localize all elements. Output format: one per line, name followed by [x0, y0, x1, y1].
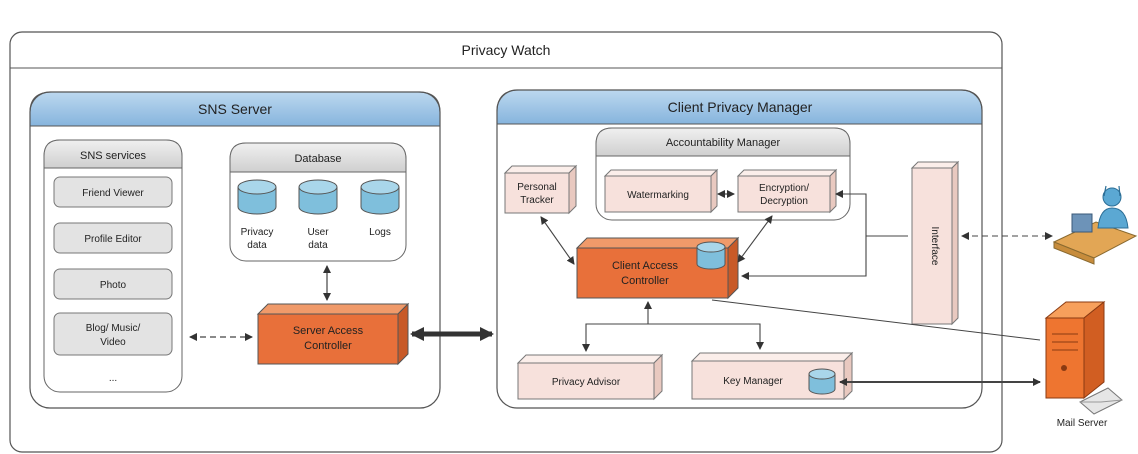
photo-label: Photo — [100, 280, 127, 291]
blog-music-label: Blog/ Music/ — [86, 323, 141, 334]
database-group: Database Privacy data User data Logs — [229, 142, 407, 262]
client-controller-to-mail-server-line — [711, 299, 1041, 341]
logs-cylinder-icon — [360, 179, 400, 215]
server-access-controller-label-1: Server Access — [293, 325, 364, 337]
key-manager-label: Key Manager — [723, 376, 783, 387]
personal-tracker-box: Personal Tracker — [503, 164, 578, 215]
user-data-label-1: User — [307, 227, 329, 238]
sns-server-panel: SNS Server — [29, 91, 441, 409]
diagram-title: Privacy Watch — [462, 42, 551, 58]
client-controller-database-icon — [696, 241, 726, 270]
profile-editor-box: Profile Editor — [53, 222, 173, 254]
user-data-label-2: data — [308, 240, 328, 251]
database-title: Database — [294, 153, 341, 165]
privacy-data-cylinder-icon — [237, 179, 277, 215]
mail-server-label: Mail Server — [1057, 418, 1108, 429]
server-access-controller-label-2: Controller — [304, 340, 352, 352]
key-manager-box: Key Manager — [690, 351, 854, 401]
encryption-label-1: Encryption/ — [759, 183, 809, 194]
accountability-manager-title: Accountability Manager — [666, 137, 781, 149]
tracker-to-client-controller-arrow — [540, 216, 575, 265]
key-manager-database-icon — [808, 368, 836, 395]
logs-label: Logs — [369, 227, 391, 238]
video-label: Video — [100, 337, 126, 348]
watermarking-label: Watermarking — [627, 190, 689, 201]
privacy-data-label-1: Privacy — [241, 227, 274, 238]
privacy-advisor-label: Privacy Advisor — [552, 377, 621, 388]
blog-music-video-box: Blog/ Music/ Video — [53, 312, 173, 356]
interface-box: Interface — [910, 160, 960, 326]
watermarking-box: Watermarking — [603, 168, 719, 214]
encryption-loop-to-controller-arrow — [741, 190, 867, 280]
sns-services-title: SNS services — [80, 150, 147, 162]
split-to-advisor-and-key-manager-arrow — [582, 323, 764, 352]
client-access-controller-label-2: Controller — [621, 275, 669, 287]
client-access-controller-box: Client Access Controller — [575, 236, 740, 300]
personal-tracker-label-1: Personal — [517, 182, 556, 193]
encryption-label-2: Decryption — [760, 196, 808, 207]
privacy-advisor-box: Privacy Advisor — [516, 353, 664, 401]
server-access-controller-box: Server Access Controller — [256, 302, 410, 366]
mail-server-icon — [1044, 300, 1123, 415]
encryption-decryption-box: Encryption/ Decryption — [736, 168, 838, 214]
accountability-manager-group: Accountability Manager Watermarking Encr… — [595, 127, 851, 221]
friend-viewer-label: Friend Viewer — [82, 188, 144, 199]
privacy-data-label-2: data — [247, 240, 267, 251]
sns-services-group: SNS services Friend Viewer Profile Edito… — [43, 139, 183, 393]
more-services-ellipsis: ... — [109, 373, 117, 384]
friend-viewer-box: Friend Viewer — [53, 176, 173, 208]
client-privacy-manager-title: Client Privacy Manager — [668, 99, 813, 115]
sns-server-title: SNS Server — [198, 101, 272, 117]
client-privacy-manager-panel: Client Privacy Manager — [496, 89, 983, 409]
personal-tracker-label-2: Tracker — [520, 195, 554, 206]
photo-box: Photo — [53, 268, 173, 300]
user-data-cylinder-icon — [298, 179, 338, 215]
profile-editor-label: Profile Editor — [84, 234, 142, 245]
interface-label: Interface — [929, 227, 940, 266]
user-at-desk-icon — [1052, 185, 1138, 265]
client-access-controller-label-1: Client Access — [612, 260, 679, 272]
